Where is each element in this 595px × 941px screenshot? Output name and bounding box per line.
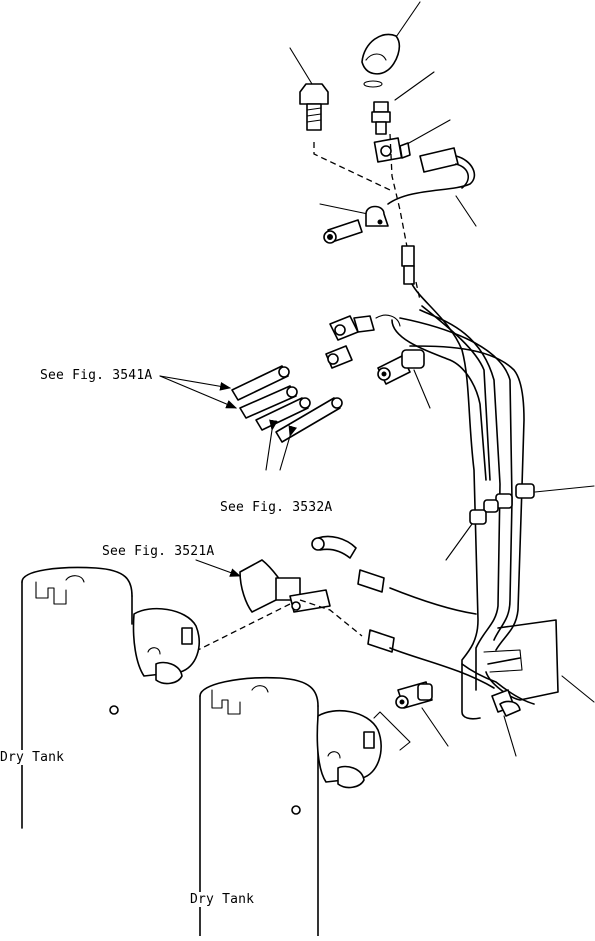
see-fig-3532a-label: See Fig. 3532A	[220, 500, 333, 515]
short-pipes	[231, 365, 343, 443]
see-fig-3521a-label: See Fig. 3521A	[102, 544, 215, 559]
brake-pipes	[391, 283, 525, 720]
cap-part	[361, 33, 401, 88]
pipe-clips	[469, 483, 535, 525]
dry-tank-left-label: Dry Tank	[0, 750, 65, 765]
union-fittings	[325, 314, 425, 385]
axis-lines	[313, 133, 421, 301]
pipe-nut	[401, 245, 415, 285]
fitting-small	[371, 101, 391, 135]
dry-tank-left	[21, 566, 200, 829]
bolt-part	[299, 83, 329, 131]
tee-fitting	[373, 137, 476, 205]
see-fig-3541a-label: See Fig. 3541A	[40, 368, 153, 383]
dry-tank-bottom	[199, 676, 411, 937]
bottom-fittings	[395, 681, 521, 717]
clamp-part	[323, 205, 389, 244]
leader-lines	[289, 1, 595, 757]
dry-tank-bottom-label: Dry Tank	[190, 892, 255, 907]
triangle-block	[149, 535, 495, 689]
reference-arrows	[159, 375, 298, 577]
